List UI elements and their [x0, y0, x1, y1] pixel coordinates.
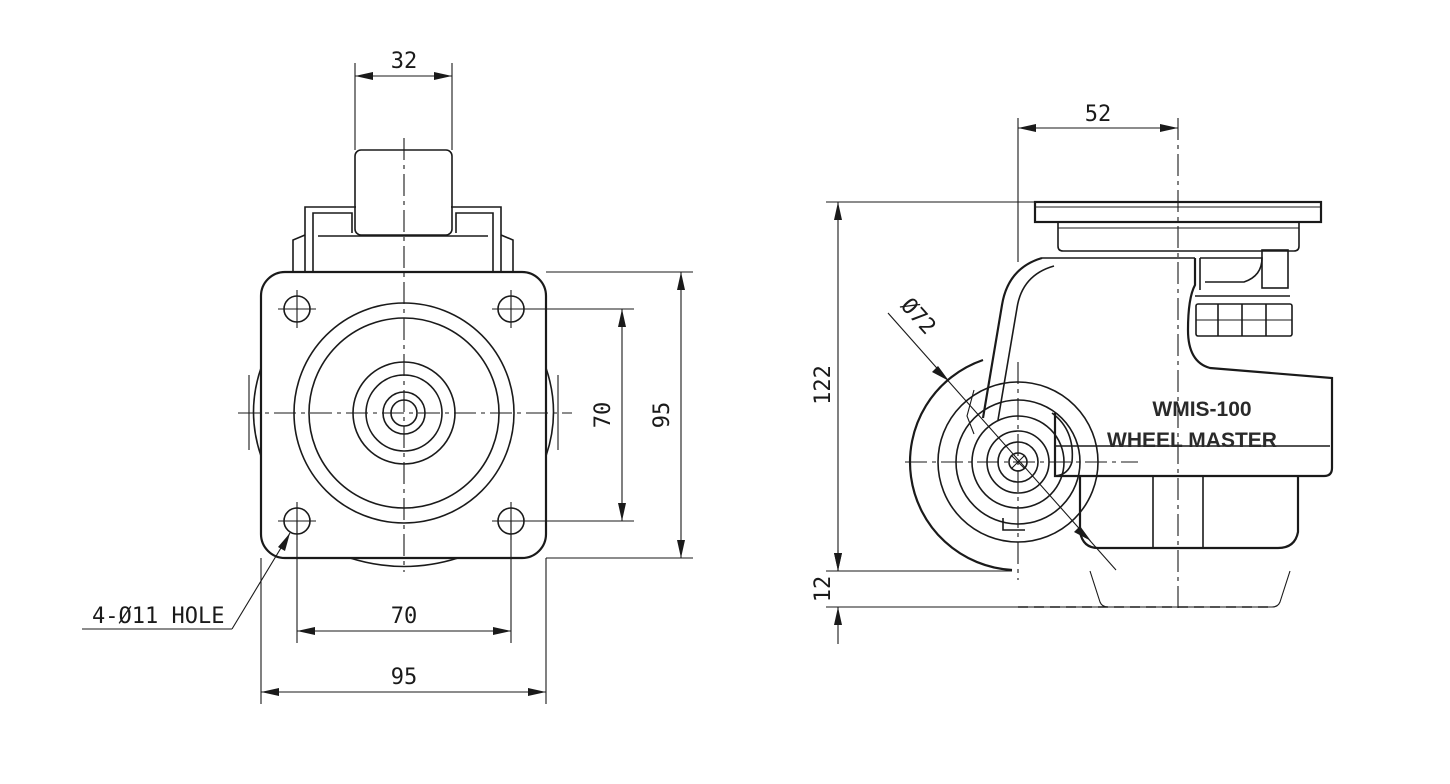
- dim-leveling-pad: 12: [811, 550, 1100, 644]
- side-view: 52 122 12 Ø72 WMIS-100 W: [811, 102, 1334, 644]
- hole-callout: 4-Ø11 HOLE: [82, 532, 291, 630]
- stem-bracket: [292, 149, 514, 272]
- dim-leveling-pad-text: 12: [811, 576, 836, 603]
- wheel-edge-right: [545, 367, 555, 457]
- bracket-arm: [981, 256, 1195, 421]
- mounting-plate: [259, 270, 548, 560]
- dim-hole-pitch-vertical: 70: [511, 308, 634, 522]
- model-name-label: WMIS-100: [1152, 398, 1251, 421]
- dim-plate-height: 95: [546, 271, 693, 559]
- dim-offset-text: 52: [1085, 102, 1112, 127]
- leveling-pad: [1089, 570, 1291, 608]
- dim-hole-pitch-horizontal-text: 70: [391, 604, 418, 629]
- dim-plate-width-text: 95: [391, 665, 418, 690]
- wheel-edge-left: [252, 367, 262, 457]
- dim-plate-width: 95: [260, 558, 547, 704]
- dim-stem-width-text: 32: [391, 49, 418, 74]
- dim-plate-height-text: 95: [650, 402, 675, 429]
- front-view: 32 70 95 70: [82, 49, 693, 704]
- dim-offset: 52: [1017, 102, 1178, 262]
- dim-hole-pitch-horizontal: 70: [296, 521, 512, 643]
- wheel-bottom: [349, 557, 459, 568]
- dim-stem-width: 32: [354, 49, 453, 150]
- leveling-foot: [1078, 476, 1300, 550]
- wheel: [908, 358, 1099, 572]
- dim-total-height-text: 122: [811, 365, 836, 405]
- dim-hole-pitch-vertical-text: 70: [591, 402, 616, 429]
- dim-wheel-diameter: Ø72: [887, 294, 1117, 571]
- dim-wheel-diameter-text: Ø72: [895, 294, 940, 340]
- housing: [1053, 249, 1334, 478]
- hole-callout-text: 4-Ø11 HOLE: [92, 604, 224, 629]
- brand-name-label: WHEEL MASTER: [1107, 429, 1277, 452]
